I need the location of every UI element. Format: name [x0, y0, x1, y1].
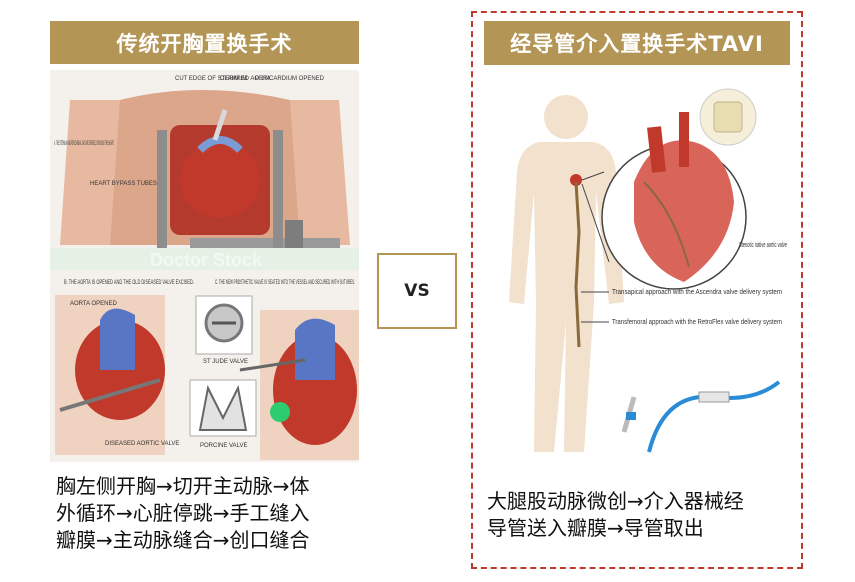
large-heart [634, 140, 734, 282]
heart-shape [180, 142, 260, 218]
left-caption-line: 胸左侧开胸→切开主动脉→体 [56, 474, 310, 498]
tavi-illustration: Stenotic native aortic valve Transapical… [484, 72, 790, 464]
label-a: A. THE STERNUM AND PERICARDIAL SAC ARE O… [54, 141, 114, 147]
label-transapical: Transapical approach with the Ascendra v… [612, 289, 782, 296]
label-clamped-aorta: CLAMPED AORTA [220, 76, 270, 82]
right-title: 经导管介入置换手术TAVI [510, 32, 764, 56]
left-title: 传统开胸置换手术 [116, 31, 293, 56]
left-caption: 胸左侧开胸→切开主动脉→体 外循环→心脏停跳→手工缝入 瓣膜→主动脉缝合→创口缝… [56, 473, 361, 554]
label-b: B. THE AORTA IS OPENED AND THE OLD DISEA… [64, 280, 194, 286]
left-caption-line: 外循环→心脏停跳→手工缝入 [56, 501, 310, 525]
label-stenotic: Stenotic native aortic valve [739, 242, 787, 249]
label-st-jude: ST JUDE VALVE [203, 359, 248, 365]
left-title-banner: 传统开胸置换手术 [50, 21, 359, 64]
label-aorta-opened: AORTA OPENED [70, 301, 117, 307]
right-caption: 大腿股动脉微创→介入器械经 导管送入瓣膜→导管取出 [487, 488, 787, 542]
label-c: C. THE NEW PROSTHETIC VALVE IS SEATED IN… [215, 280, 355, 286]
right-caption-line: 大腿股动脉微创→介入器械经 [487, 489, 744, 513]
label-diseased: DISEASED AORTIC VALVE [105, 441, 179, 447]
label-bypass: HEART BYPASS TUBES [90, 181, 157, 187]
body-silhouette [509, 142, 624, 452]
right-caption-line: 导管送入瓣膜→导管取出 [487, 516, 704, 540]
right-title-banner: 经导管介入置换手术TAVI [484, 21, 790, 65]
label-cut-edge: CUT EDGE OF STERNUM [175, 76, 247, 82]
watermark: Doctor Stock [150, 250, 263, 270]
vs-box: VS [377, 253, 457, 329]
vs-label: VS [404, 281, 430, 301]
tavi-dashed-frame [471, 11, 803, 569]
body-head [544, 95, 588, 139]
open-heart-surgery-illustration: Doctor Stock CUT EDGE OF STERNUM CLAMPED… [50, 70, 359, 462]
label-transfemoral: Transfemoral approach with the RetroFlex… [612, 319, 782, 326]
label-porcine: PORCINE VALVE [200, 443, 247, 449]
left-caption-line: 瓣膜→主动脉缝合→创口缝合 [56, 528, 310, 552]
label-pericardium: PERICARDIUM OPENED [255, 76, 325, 82]
